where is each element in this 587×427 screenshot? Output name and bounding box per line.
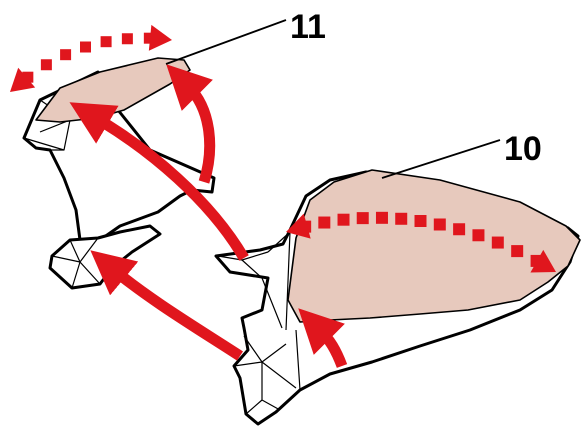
seat-adjust-arrow-dash (318, 217, 330, 229)
seat-adjust-arrow-dash (472, 229, 484, 241)
backrest-adjust-arrow-dash (41, 59, 52, 70)
seat-adjust-arrow-dash (376, 212, 388, 224)
backrest-adjust-arrow-dash (101, 36, 112, 47)
label-10: 10 (504, 130, 542, 168)
seat-slide-arrow (114, 270, 240, 356)
seat-adjust-arrow-dash (415, 215, 427, 227)
seat-adjust-arrow-dash (492, 237, 504, 249)
seat-adjust-arrow-dash (453, 223, 465, 235)
callout-11: 11 (166, 8, 326, 64)
backrest-adjust-arrow-dash (122, 33, 133, 44)
seat-adjust-arrow-dash (434, 218, 446, 230)
backrest-adjust-arrow-dash (80, 42, 91, 53)
callout-10: 10 (382, 130, 542, 178)
leader-line-10 (382, 140, 500, 178)
seat-adjust-arrow-dash (338, 214, 350, 226)
seat-adjust-arrow-dash (395, 213, 407, 225)
leader-line-11 (166, 20, 286, 64)
backrest-adjust-arrow-dash (60, 49, 71, 60)
seat-adjust-arrow-dash (357, 212, 369, 224)
label-11: 11 (290, 8, 326, 46)
seat-adjust-arrow-dash (511, 245, 523, 257)
backrest-adjust-arrow-head-end (149, 25, 172, 51)
link-bracket (50, 226, 160, 288)
backrest-cushion (36, 58, 190, 122)
